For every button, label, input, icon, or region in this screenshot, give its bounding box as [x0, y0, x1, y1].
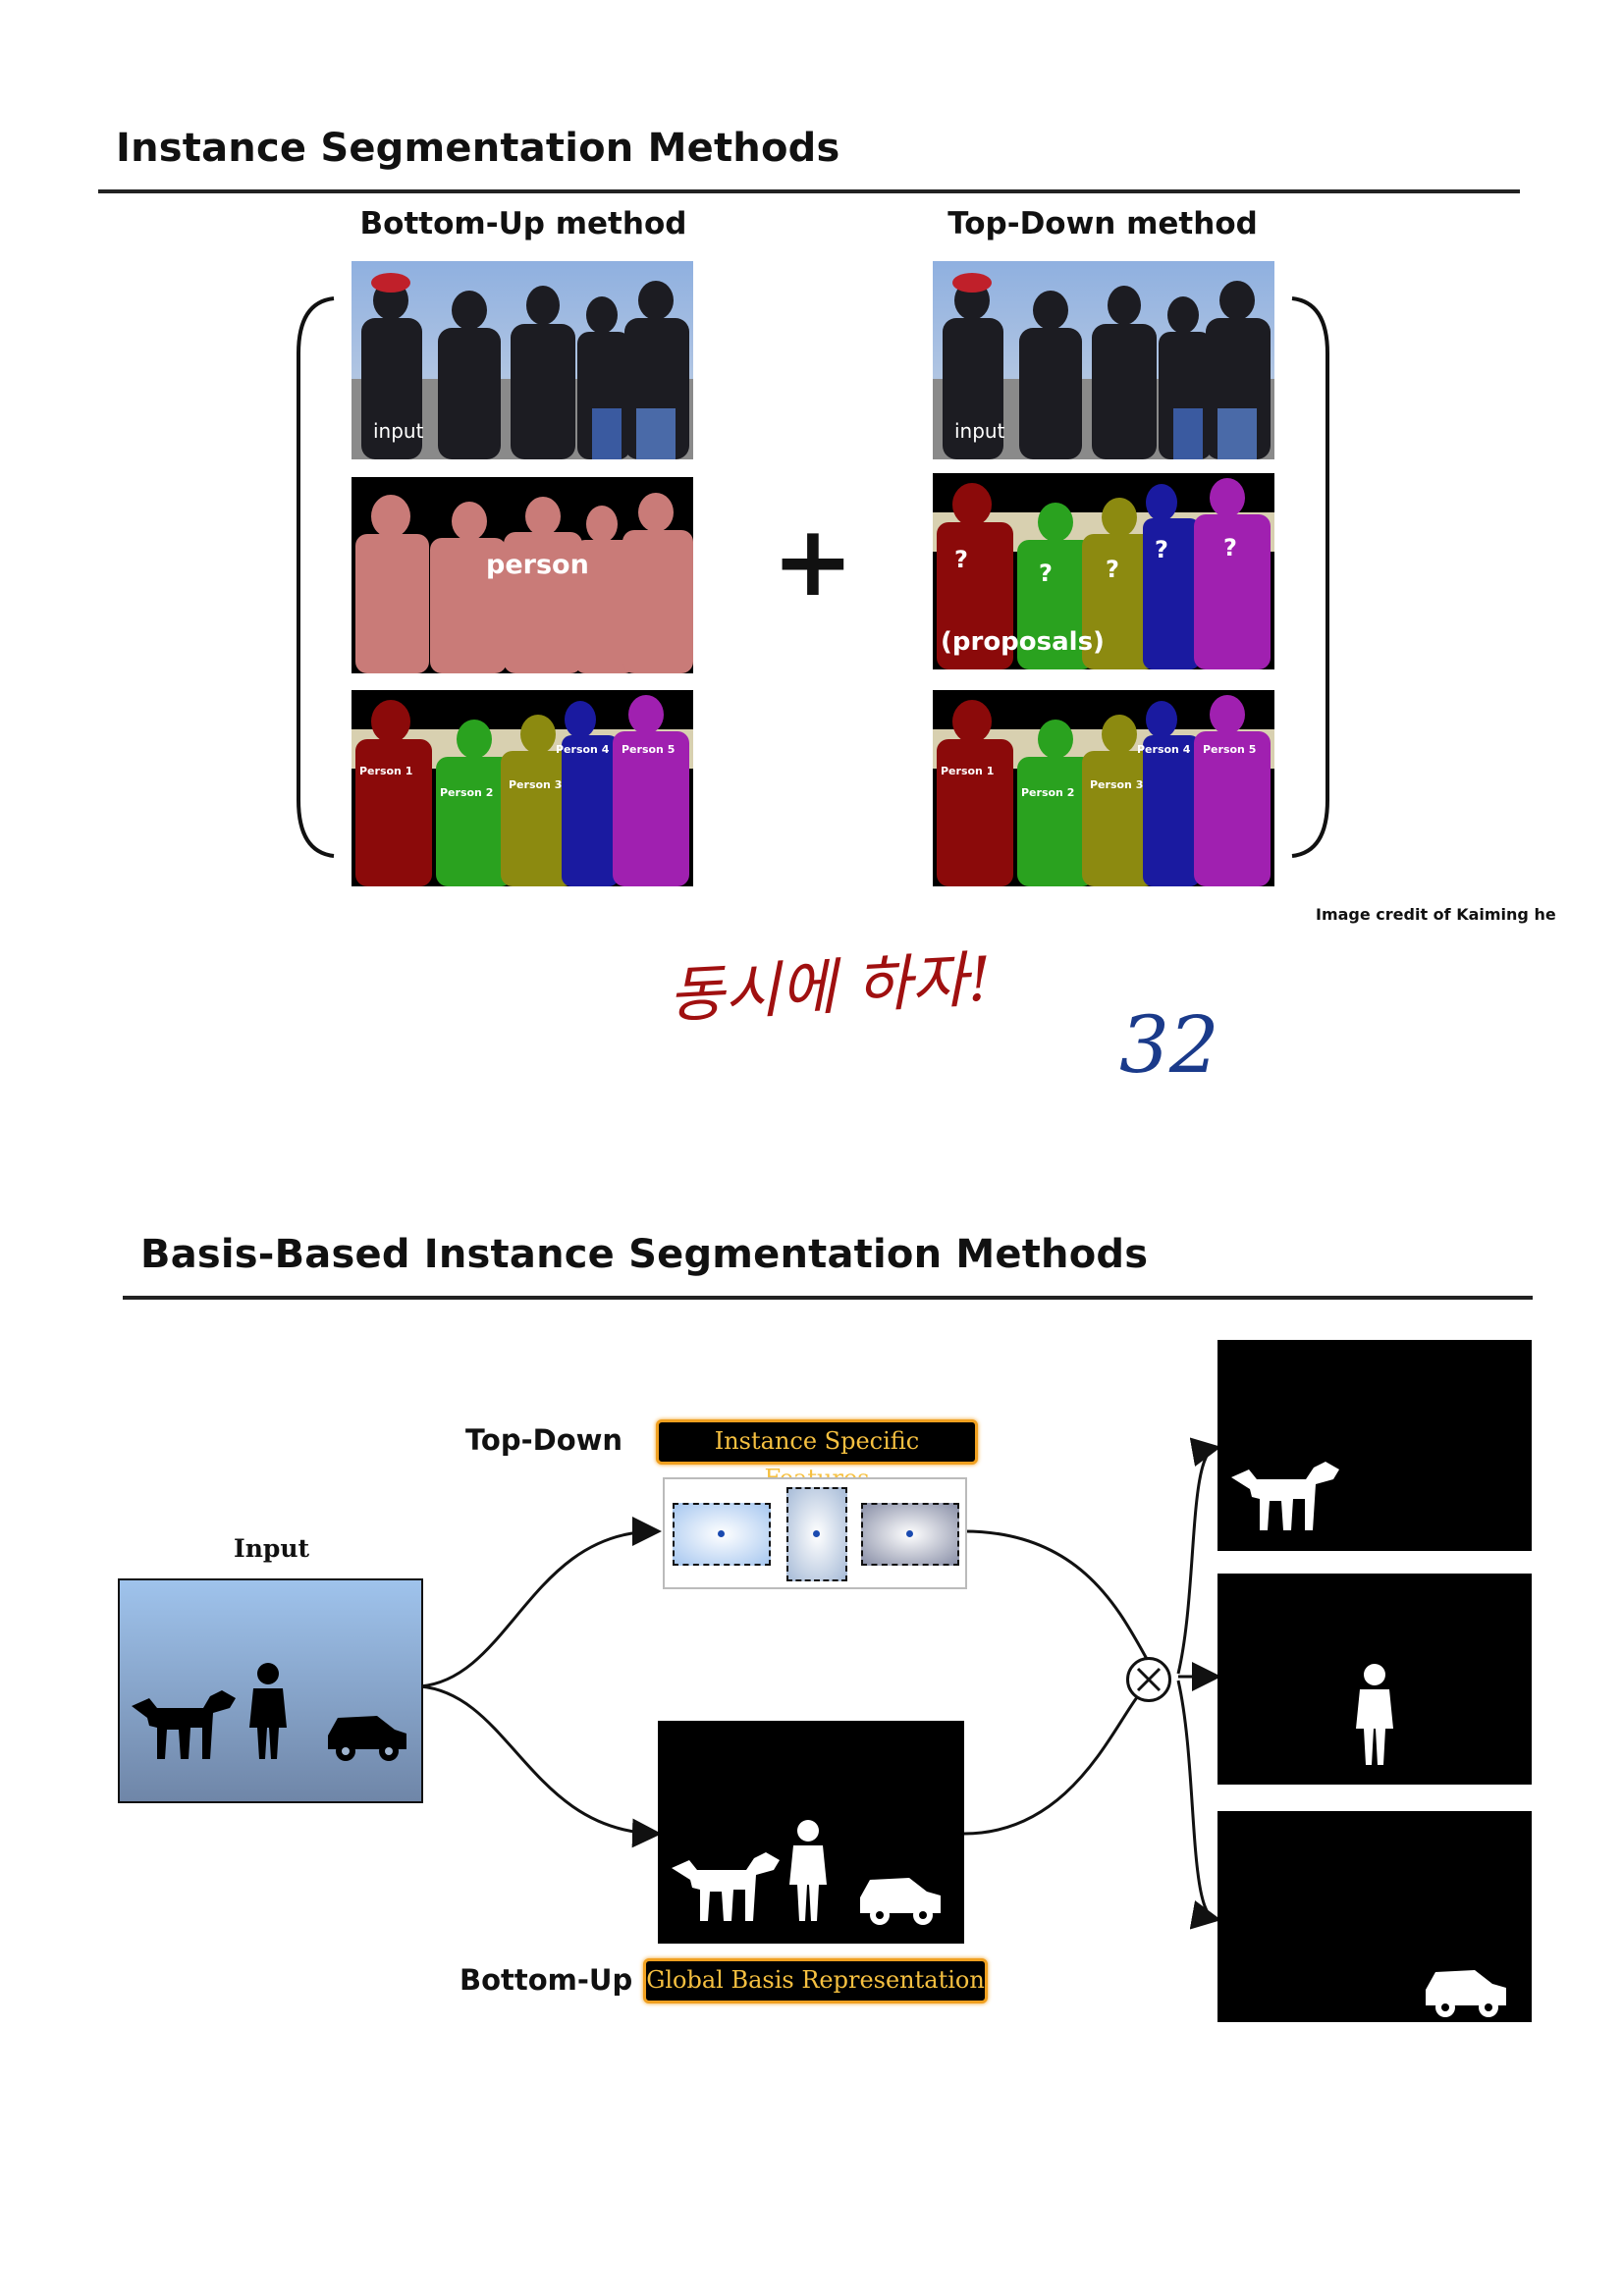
- proposal-q1: ?: [954, 546, 968, 573]
- bottom-up-semantic-mask: person: [352, 477, 693, 673]
- bu-person-4: Person 4: [556, 743, 610, 756]
- image-credit: Image credit of Kaiming he: [1316, 905, 1556, 924]
- feature-tile-1: [673, 1503, 771, 1566]
- top-down-instance-mask: Person 1 Person 2 Person 3 Person 4 Pers…: [933, 690, 1274, 886]
- output-mask-car: [1217, 1811, 1532, 2022]
- top-down-title: Top-Down method: [947, 206, 1258, 241]
- proposal-q4: ?: [1155, 536, 1168, 563]
- right-bracket: [1291, 296, 1329, 858]
- output-mask-dog: [1217, 1340, 1532, 1551]
- input-label: Input: [234, 1534, 310, 1563]
- instance-specific-features-box: Instance Specific Features: [656, 1419, 978, 1492]
- proposal-q3: ?: [1106, 556, 1119, 583]
- section2-title-rule: [123, 1296, 1533, 1300]
- plus-sign: +: [772, 504, 854, 618]
- input-image: [118, 1578, 423, 1803]
- bottom-up-instance-mask: Person 1 Person 2 Person 3 Person 4 Pers…: [352, 690, 693, 886]
- proposal-q2: ?: [1039, 560, 1053, 587]
- section1-title-rule: [98, 189, 1520, 193]
- handwritten-note: 동시에 하자!: [666, 942, 994, 1032]
- bu-person-3: Person 3: [509, 778, 562, 791]
- top-down-input-label: input: [954, 419, 1005, 443]
- global-basis-representation-box: Global Basis Representation: [643, 1958, 988, 2003]
- output-mask-person: [1217, 1574, 1532, 1785]
- bu-person-5: Person 5: [622, 743, 675, 756]
- td-person-3: Person 3: [1090, 778, 1143, 791]
- top-down-proposals: ? ? ? ? ? (proposals): [933, 473, 1274, 669]
- bottom-up-title: Bottom-Up method: [359, 206, 687, 241]
- bottom-up-input-photo: input: [352, 261, 693, 459]
- td-person-2: Person 2: [1021, 786, 1074, 799]
- global-basis-image: [658, 1721, 964, 1944]
- bu-person-1: Person 1: [359, 765, 412, 777]
- top-down-label: Top-Down: [465, 1423, 623, 1457]
- handwritten-number: 32: [1119, 999, 1219, 1091]
- section1-title: Instance Segmentation Methods: [116, 126, 840, 171]
- feature-tile-3: [861, 1503, 959, 1566]
- combine-operator: [1126, 1657, 1171, 1702]
- feature-tile-2: [786, 1487, 847, 1581]
- section2-title: Basis-Based Instance Segmentation Method…: [140, 1232, 1149, 1277]
- semantic-person-label: person: [486, 550, 589, 580]
- td-person-1: Person 1: [941, 765, 994, 777]
- bottom-up-label: Bottom-Up: [460, 1963, 633, 1997]
- left-bracket: [297, 296, 335, 858]
- proposals-label: (proposals): [941, 627, 1105, 657]
- bu-person-2: Person 2: [440, 786, 493, 799]
- flow-connectors: [419, 1437, 1221, 1930]
- top-down-input-photo: input: [933, 261, 1274, 459]
- td-person-5: Person 5: [1203, 743, 1256, 756]
- td-person-4: Person 4: [1137, 743, 1191, 756]
- instance-features-panel: [663, 1477, 967, 1589]
- bottom-up-input-label: input: [373, 419, 424, 443]
- proposal-q5: ?: [1223, 534, 1237, 561]
